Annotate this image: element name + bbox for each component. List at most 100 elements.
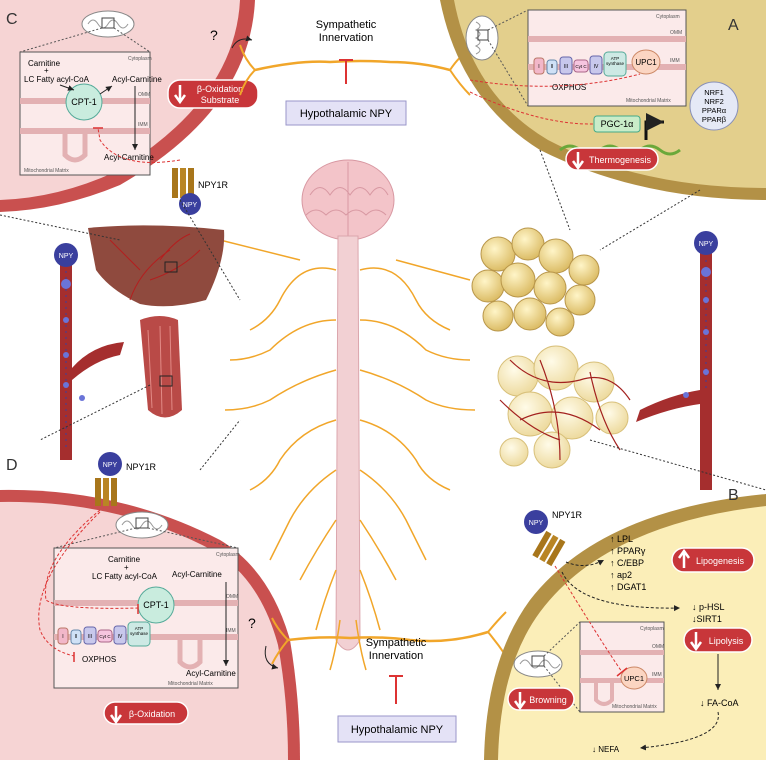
upc1-b-label: UPC1	[624, 674, 644, 683]
nrf2-label: NRF2	[704, 97, 724, 106]
right-adipose: NPY	[471, 149, 766, 491]
sympathetic-nerve-top	[254, 59, 451, 72]
synthase-label: synthase	[130, 631, 149, 636]
upc1-protein	[631, 49, 661, 75]
npy-left-label: NPY	[59, 253, 74, 260]
cytoplasm-label: Cytoplasm	[656, 14, 680, 20]
sympathetic-label-bottom-1: Sympathetic	[366, 637, 427, 649]
cytoplasm-label: Cytoplasm	[128, 56, 152, 62]
transcription-factors	[689, 81, 739, 131]
sympathetic-label-bottom-2: Innervation	[369, 650, 423, 662]
complex-iii-label: III	[564, 64, 568, 70]
matrix-label: Mitochondrial Matrix	[24, 168, 69, 174]
npy-ligand-b	[524, 510, 548, 534]
matrix-label: Mitochondrial Matrix	[168, 681, 213, 687]
complex-iii-label: III	[88, 634, 92, 640]
npy-ligand	[179, 193, 201, 215]
beta-oxidation-badge	[103, 701, 189, 725]
nefa-label: ↓ NEFA	[592, 745, 620, 754]
nrf1-label: NRF1	[704, 88, 724, 97]
complex-i-label: I	[538, 64, 539, 70]
right-blood-vessel	[636, 250, 712, 490]
panel-b: B NPY NPY1R ↑ LPL ↑ PPARγ ↑ C/EBP ↑ ap2 …	[484, 487, 766, 760]
brown-adipose-tissue	[471, 227, 600, 337]
npy1r-label: NPY1R	[198, 180, 229, 190]
oxphos-label: OXPHOS	[552, 83, 586, 92]
browning-label: Browning	[529, 695, 567, 705]
cyt-c-label: Cyt C	[99, 634, 111, 639]
imm-label: IMM	[138, 122, 148, 128]
upc1-protein-b	[620, 666, 648, 690]
up-arrow-icon	[677, 548, 691, 568]
gene-pparg-label: ↑ PPARγ	[610, 546, 646, 556]
cytoplasm-label: Cytoplasm	[640, 626, 664, 632]
complex-i-label: I	[62, 634, 63, 640]
acyl-carnitine-top-label: Acyl-Carnitine	[112, 75, 162, 84]
mitochondrion-icon	[513, 650, 563, 678]
npy1r-d-label: NPY1R	[126, 462, 157, 472]
panel-c: C Cytoplasm OMM IMM Carnitine + LC Fatty…	[0, 0, 259, 215]
panel-b-inset	[579, 621, 665, 713]
leader-lines	[179, 199, 241, 471]
cyt-c-label: Cyt C	[575, 64, 587, 69]
left-blood-vessel	[60, 255, 124, 460]
mitochondrion-icon	[115, 511, 169, 539]
panel-d: D NPY NPY1R Cytoplasm OMM IMM Carnitine …	[0, 452, 300, 760]
pparb-label: PPARβ	[702, 115, 727, 124]
plus-label: +	[44, 66, 49, 75]
panel-letter-a: A	[728, 17, 739, 34]
liver-icon	[88, 225, 225, 307]
ppara-label: PPARα	[702, 106, 727, 115]
imm-label: IMM	[652, 672, 662, 678]
down-arrow-icon	[571, 152, 585, 171]
down-arrow-icon	[173, 85, 187, 105]
question-mark-bottom: ?	[248, 615, 256, 631]
liver-zoom-box	[164, 261, 178, 273]
npy-particle	[61, 279, 71, 289]
cpt1-enzyme	[65, 83, 103, 121]
atp-label: ATP	[611, 56, 619, 61]
npy-particle	[701, 267, 711, 277]
browning-badge	[507, 687, 575, 711]
npy-ligand-left	[54, 243, 78, 267]
down-arrow-icon	[513, 692, 527, 711]
npy-right-label: NPY	[699, 241, 714, 248]
omm-label: OMM	[652, 644, 664, 650]
pgc1a-label: PGC-1α	[601, 119, 634, 129]
acyl-carnitine-bottom-label: Acyl-Carnitine	[186, 669, 236, 678]
sympathetic-nerve-bottom	[287, 630, 489, 643]
sympathetic-label-top-2: Innervation	[319, 32, 373, 44]
omm-label: OMM	[226, 594, 238, 600]
npy-ligand-d	[98, 452, 122, 476]
lipolysis-label: Lipolysis	[709, 636, 744, 646]
acyl-carnitine-top-label: Acyl-Carnitine	[172, 570, 222, 579]
atp-label: ATP	[135, 626, 143, 631]
hypothalamic-npy-label-top: Hypothalamic NPY	[300, 108, 393, 120]
spinal-nerves	[219, 239, 476, 671]
complex-iv-label: IV	[594, 64, 599, 70]
beta-oxidation-substrate-badge	[167, 79, 259, 109]
question-mark-top: ?	[210, 27, 218, 43]
npy-b-label: NPY	[529, 520, 544, 527]
gene-cebp-label: ↑ C/EBP	[610, 558, 644, 568]
sympathetic-label-top-1: Sympathetic	[316, 19, 377, 31]
sirt1-label: ↓SIRT1	[692, 614, 722, 624]
beta-oxidation-label: β-Oxidation	[129, 709, 175, 719]
synthase-label: synthase	[606, 61, 625, 66]
matrix-label: Mitochondrial Matrix	[612, 704, 657, 710]
pgc1a-box	[593, 115, 641, 133]
central-nervous-system	[219, 159, 476, 671]
down-arrow-icon	[689, 632, 703, 652]
upc1-label: UPC1	[635, 58, 657, 67]
oxphos-label: OXPHOS	[82, 655, 116, 664]
badge-line-1: β-Oxidation	[197, 84, 243, 94]
thermogenesis-badge	[565, 147, 659, 171]
omm-label: OMM	[138, 92, 150, 98]
fa-coa-label: ↓ FA-CoA	[700, 698, 739, 708]
complex-ii-label: II	[75, 634, 78, 640]
acyl-carnitine-bottom-label: Acyl-Carnitine	[104, 153, 154, 162]
carnitine-label: Carnitine	[28, 59, 61, 68]
lipogenesis-label: Lipogenesis	[696, 556, 745, 566]
badge-line-2: Substrate	[201, 95, 240, 105]
